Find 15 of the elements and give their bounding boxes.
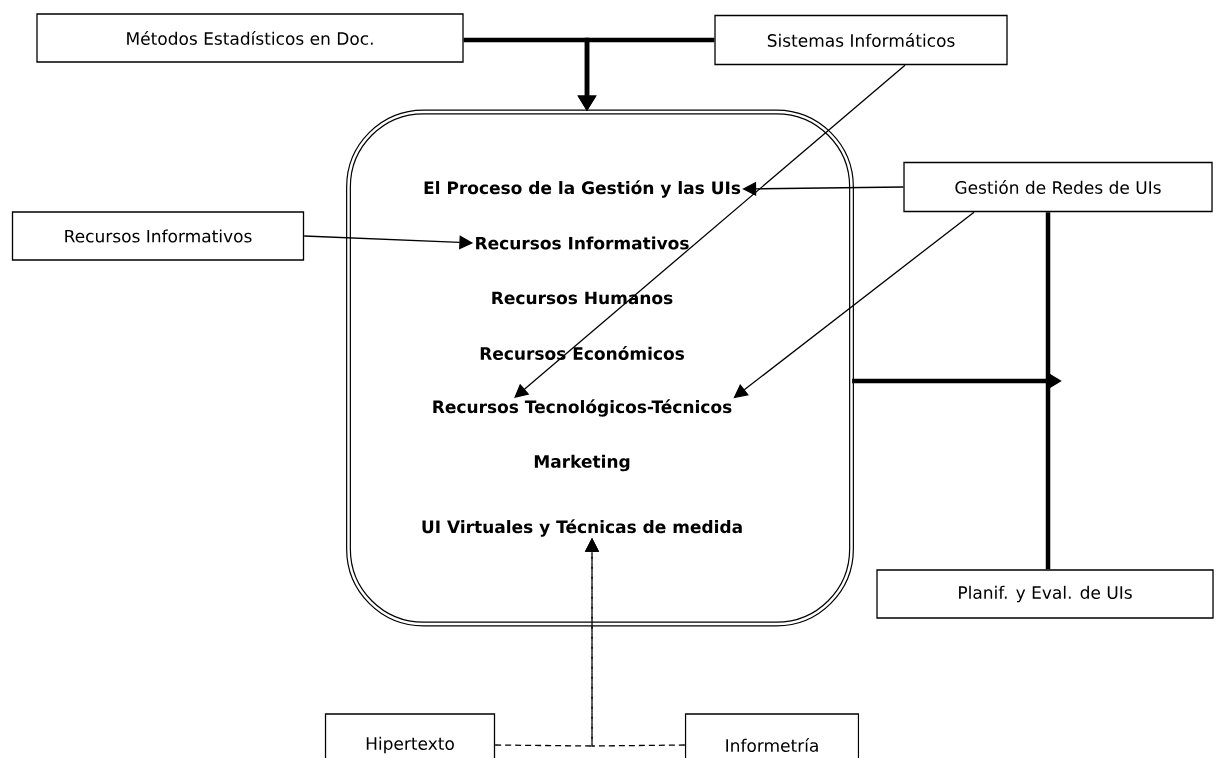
process-box: Planif. y Eval. de UIs [876,569,1214,619]
topic-label: Recursos Tecnológicos-Técnicos [433,399,732,417]
process-box: Hipertexto [324,713,496,758]
process-box: Gestión de Redes de UIs [903,161,1213,213]
process-box: Sistemas Informáticos [714,14,1008,66]
topic-label: UI Virtuales y Técnicas de medida [422,519,742,537]
process-box: Informetría [684,713,860,758]
topic-label: Recursos Económicos [480,346,684,360]
topic-label: Recursos Informativos [476,236,689,250]
process-box: Métodos Estadísticos en Doc. [36,13,464,63]
connector-line [1045,212,1051,570]
process-box: Recursos Informativos [11,211,305,261]
rounded-box [346,109,854,627]
topic-label: El Proceso de la Gestión y las UIs [424,180,741,198]
topic-label: Marketing [534,454,630,472]
